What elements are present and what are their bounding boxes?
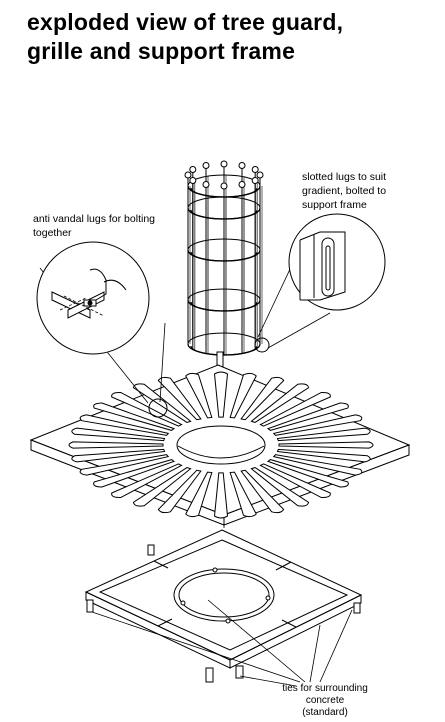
label-anti-vandal-lugs: anti vandal lugs for bolting together	[33, 212, 213, 240]
diagram-title: exploded view of tree guard, grille and …	[27, 8, 437, 66]
tree-guard-cage	[185, 161, 263, 368]
grille-slot	[80, 455, 168, 475]
frame-concrete-ties	[87, 545, 360, 682]
guard-rings-front	[188, 186, 260, 355]
grille-slot	[251, 468, 308, 507]
label-ties-line-3: (standard)	[302, 707, 348, 718]
grille-slot	[72, 428, 165, 441]
label-anti-vandal-line-1: anti vandal lugs for bolting	[33, 213, 155, 225]
frame-central-ring-inner	[179, 573, 269, 617]
grille-slot	[277, 428, 370, 441]
frame-outer-front-right	[230, 595, 361, 668]
frame-cross-member	[282, 620, 296, 627]
grille-slot	[274, 415, 362, 435]
guard-finial-knob	[252, 178, 258, 184]
guard-finial-knob	[239, 162, 245, 168]
grille-slot	[112, 464, 182, 498]
guard-finial-knob	[203, 162, 209, 168]
grille-slot	[230, 373, 256, 418]
grille-centre-hole-inner-edge	[178, 446, 264, 458]
guard-ring-front-arc-inner	[191, 346, 257, 355]
guard-finial-knob	[257, 172, 263, 178]
frame-ring-tab	[226, 619, 230, 623]
frame-cross-member	[276, 562, 291, 570]
support-frame	[86, 530, 361, 682]
guard-finial-knob	[252, 167, 258, 173]
frame-ring-tab	[266, 596, 270, 600]
label-slotted-line-3: support frame	[302, 199, 367, 211]
grille-slot	[94, 460, 174, 487]
label-slotted-line-2: gradient, bolted to	[302, 185, 387, 197]
guard-finial-knob	[185, 172, 191, 178]
guard-finial-knobs	[185, 161, 263, 189]
grille-slot	[80, 415, 168, 435]
label-ties-line-1: ties for surrounding	[282, 683, 368, 694]
guard-ring-front-arc-inner	[191, 252, 257, 261]
frame-cross-member	[154, 561, 168, 568]
grille-slot	[112, 393, 182, 427]
grille-slot	[230, 472, 256, 517]
grille-slot	[186, 472, 212, 517]
title-line-1: exploded view of tree guard,	[27, 9, 344, 35]
guard-finial-knob	[190, 167, 196, 173]
grille-slot	[251, 384, 308, 423]
label-slotted-line-1: slotted lugs to suit	[302, 171, 387, 183]
guard-vertical-bars	[188, 167, 262, 355]
grille-slot	[215, 372, 228, 417]
grille-slot	[133, 468, 190, 507]
grille-slot	[72, 449, 165, 462]
callout-slotted-lug-circle	[255, 338, 269, 352]
guard-ring-front-arc-inner	[191, 302, 257, 311]
detail-slotted-lug	[289, 214, 385, 310]
grille-slot	[241, 377, 283, 419]
frame-ring-tab	[213, 568, 217, 572]
guard-finial-knob	[221, 183, 227, 189]
grille-slot	[260, 393, 330, 427]
label-slotted-lugs: slotted lugs to suit gradient, bolted to…	[302, 170, 444, 212]
guard-ring-front-arc-inner	[191, 210, 257, 219]
grille-slot	[277, 449, 370, 462]
grille-slot	[241, 470, 283, 512]
grille-slot	[279, 442, 373, 448]
frame-inner-square	[100, 540, 347, 650]
frame-outer-square-top	[86, 530, 361, 660]
label-ties-for-concrete: ties for surrounding concrete (standard)	[270, 683, 380, 719]
grille-slot	[158, 377, 200, 419]
detail-anti-vandal-lugs	[37, 242, 149, 354]
grille-slot	[260, 464, 330, 498]
callout-anti-vandal-lug-circle	[149, 399, 167, 417]
grille-slot	[69, 442, 163, 448]
guard-ring-front-arc-inner	[191, 188, 257, 197]
label-anti-vandal-line-2: together	[33, 227, 72, 239]
grille-slot	[186, 373, 212, 418]
grille-slot	[274, 455, 362, 475]
guard-finial-knob	[221, 161, 227, 167]
frame-central-ring	[174, 569, 274, 621]
grille-slot	[215, 473, 228, 518]
guard-finial-knob	[239, 182, 245, 188]
grille-slot	[268, 403, 348, 430]
guard-finial-knob	[203, 182, 209, 188]
frame-ring-tab	[181, 601, 185, 605]
title-line-2: grille and support frame	[27, 38, 296, 64]
frame-cross-member	[158, 619, 172, 626]
grille-slot	[94, 403, 174, 430]
grille-slot	[133, 384, 190, 423]
grille-slot	[158, 470, 200, 512]
tree-grille	[31, 365, 409, 525]
grille-slot	[268, 460, 348, 487]
guard-finial-knob	[190, 178, 196, 184]
label-ties-line-2: concrete	[305, 695, 345, 706]
grille-radial-slots	[69, 372, 373, 518]
